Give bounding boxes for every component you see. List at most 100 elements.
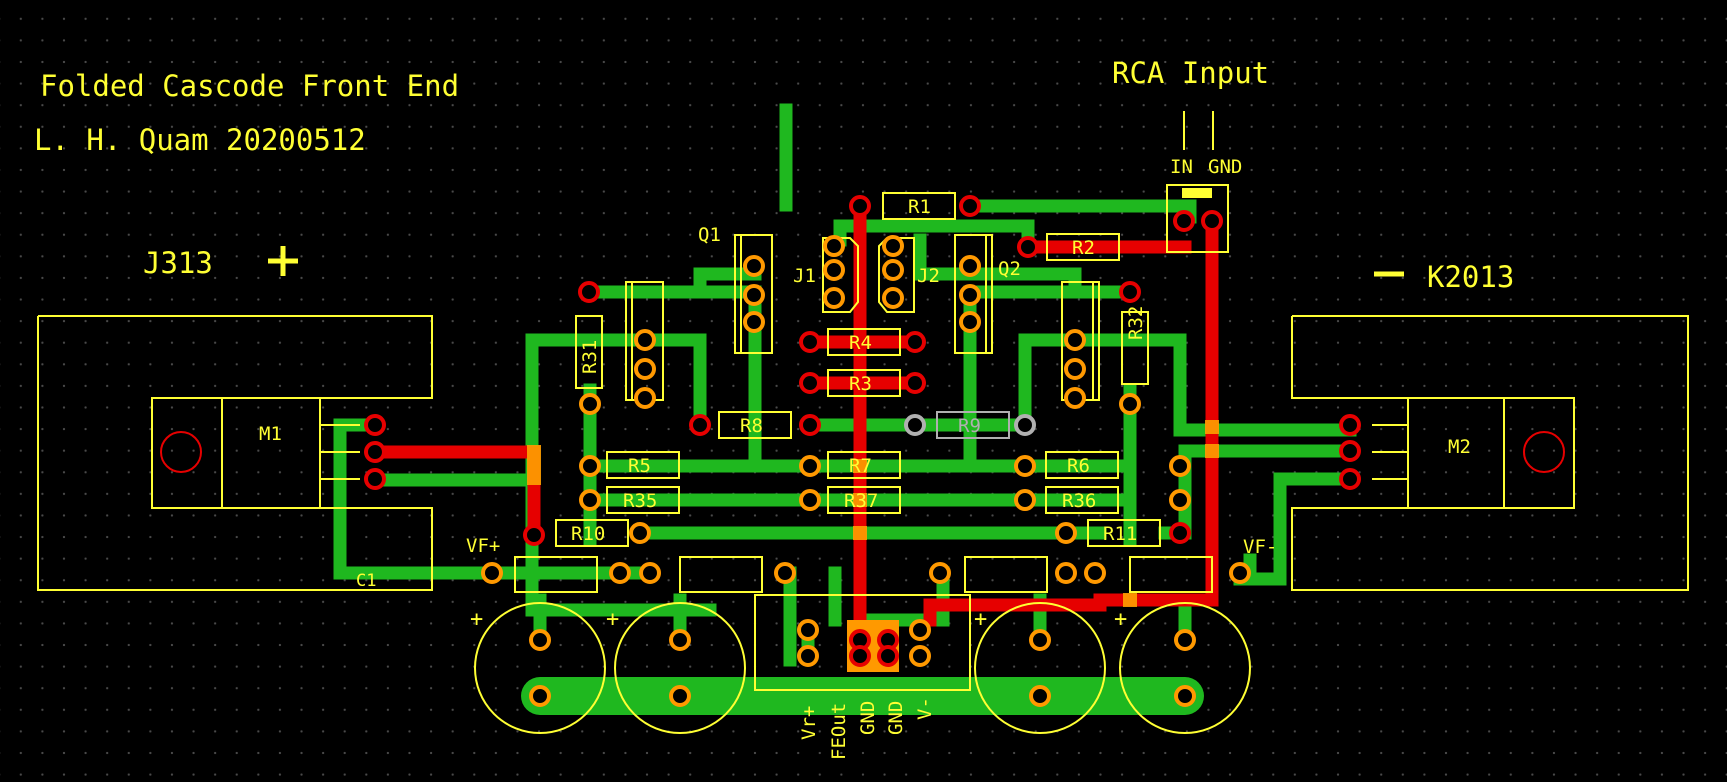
pad [1169,455,1191,477]
pad [797,645,819,667]
pad [1119,393,1141,415]
rca-input-label: RCA Input [1112,56,1269,90]
pad [579,455,601,477]
svg-text:FEOut: FEOut [828,703,850,760]
resistor-r6: R6 [1045,451,1119,479]
svg-text:GND: GND [857,701,879,735]
pad [364,441,386,463]
pad [799,489,821,511]
pad [1029,685,1051,707]
pad [1055,562,1077,584]
pad [1339,468,1361,490]
svg-text:R31: R31 [579,340,601,374]
transistor-q2-label: Q2 [998,258,1021,280]
rca-pin-gnd-label: GND [1208,156,1242,178]
svg-text:R11: R11 [1103,523,1137,545]
pad [1014,455,1036,477]
rail-vf-plus-label: VF+ [466,535,500,557]
electrolytic-capacitors [474,602,1251,734]
pad [959,195,981,217]
capacitor-c1-label: C1 [356,571,376,591]
pad [689,414,711,436]
pad [669,685,691,707]
svg-text:R1: R1 [908,196,931,218]
pad [929,562,951,584]
pad [579,393,601,415]
resistor-r11: R11 [1087,519,1161,547]
rca-pin-in-label: IN [1170,156,1193,178]
pad [634,329,656,351]
svg-text:R6: R6 [1067,455,1090,477]
pad [579,489,601,511]
heatsink-left [37,315,433,591]
pad [634,387,656,409]
pad [529,685,551,707]
pad [849,195,871,217]
svg-text:R9: R9 [958,415,981,437]
resistor-r5: R5 [606,451,680,479]
board-author: L. H. Quam 20200512 [34,123,366,157]
pad [823,287,845,309]
rca-connector [1166,111,1229,253]
svg-text:+: + [470,607,483,632]
svg-text:+: + [974,607,987,632]
pad [1029,629,1051,651]
header-pin-labels: Vr+ FEOut GND GND V- [798,697,936,760]
pad [799,455,821,477]
resistor-r36: R36 [1045,486,1119,514]
heatsink-right [1291,315,1689,591]
pad [529,629,551,651]
jfet-j2-label: J2 [917,265,940,287]
pad [364,468,386,490]
pad [1119,281,1141,303]
resistor-r2: R2 [1046,233,1120,261]
svg-text:R5: R5 [628,455,651,477]
pad [364,414,386,436]
pad [904,414,926,436]
pad [1339,414,1361,436]
pad [609,562,631,584]
resistor-r4: R4 [827,328,901,356]
plus-polarity-icon [268,246,298,276]
mosfet-m2-label: M2 [1448,436,1471,458]
resistor-r37: R37 [827,486,901,514]
pads [364,195,1361,707]
pad [904,372,926,394]
pad [523,524,545,546]
pad [909,619,931,641]
mosfet-m1-label: M1 [259,423,282,445]
jfet-j1-label: J1 [793,265,816,287]
resistor-r35: R35 [606,486,680,514]
pad [743,311,765,333]
pad [882,287,904,309]
pad [823,235,845,257]
pad [909,645,931,667]
resistor-r32: R32 [1121,306,1149,385]
resistor-r1: R1 [882,192,956,220]
pad [639,562,661,584]
pad [1064,329,1086,351]
pad [1014,489,1036,511]
pad [823,259,845,281]
pad [959,311,981,333]
film-capacitors [514,556,1213,593]
pad [959,255,981,277]
svg-text:R3: R3 [849,373,872,395]
pad [1064,387,1086,409]
board-title: Folded Cascode Front End [40,69,459,103]
svg-text:+: + [1114,607,1127,632]
pad [743,284,765,306]
pad [1055,522,1077,544]
pad [743,255,765,277]
pad [799,414,821,436]
rail-vf-minus-label: VF- [1243,536,1277,558]
right-device-label: K2013 [1427,260,1514,294]
svg-text:R7: R7 [849,455,872,477]
pad [797,619,819,641]
svg-text:R35: R35 [623,490,657,512]
resistor-r8: R8 [718,411,792,439]
pad [877,645,899,667]
resistor-r31: R31 [575,315,603,389]
svg-text:R36: R36 [1062,490,1096,512]
